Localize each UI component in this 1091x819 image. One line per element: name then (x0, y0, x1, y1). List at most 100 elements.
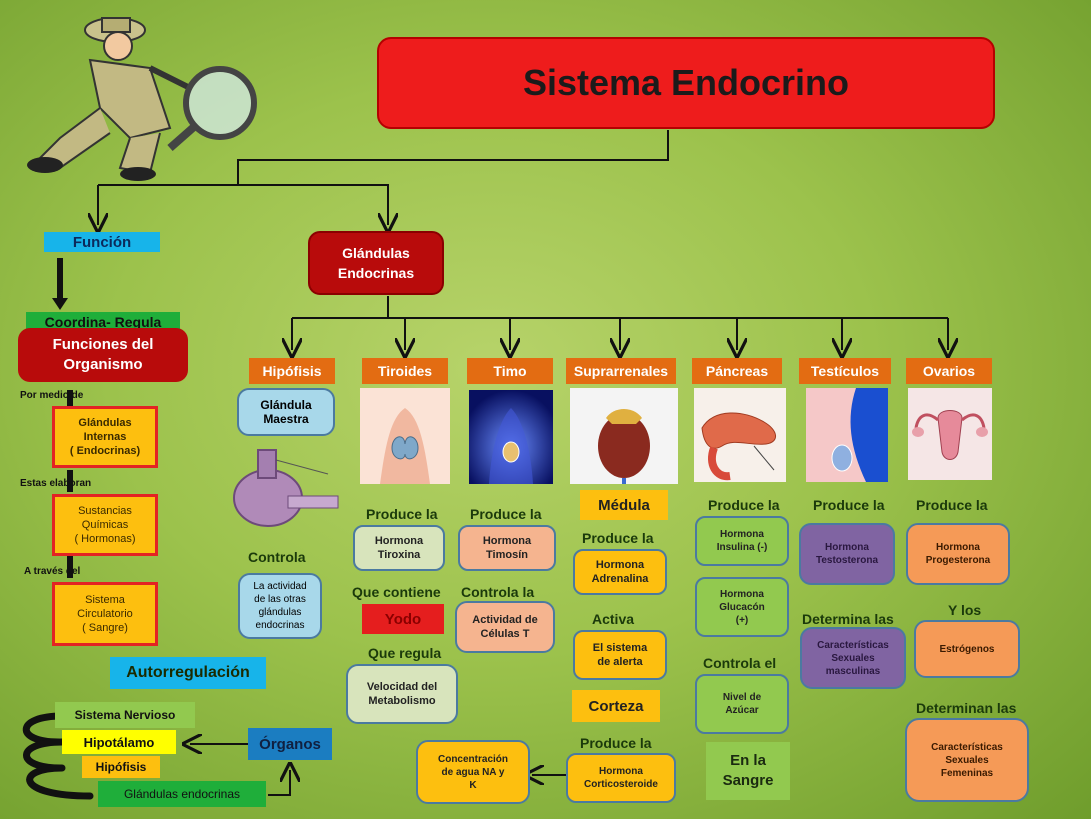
fem-line2: Sexuales (945, 754, 989, 766)
por-medio-label: Por medio de (20, 390, 84, 401)
actividad-line1: La actividad (253, 581, 307, 592)
velocidad-line2: Metabolismo (368, 695, 436, 707)
pancreas-header: Páncreas (692, 358, 782, 384)
maestra-line2: Maestra (263, 412, 309, 426)
alerta-line2: de alerta (597, 656, 643, 668)
cortico-line1: Hormona (599, 766, 643, 777)
testiculos-produce-label: Produce la (813, 497, 885, 513)
funcion-label: Función (44, 232, 160, 252)
funciones-box: Funciones del Organismo (18, 328, 188, 382)
fem-line3: Femeninas (940, 767, 994, 779)
sistema-circulatorio-box: Sistema Circulatorio ( Sangre) (52, 582, 158, 646)
glandulas-internas-line3: ( Endocrinas) (69, 445, 141, 457)
nivel-azucar-box: Nivel de Azúcar (695, 674, 789, 734)
concentracion-agua-box: Concentración de agua NA y K (416, 740, 530, 804)
hipofisis-header: Hipófisis (249, 358, 335, 384)
ovarios-produce-label: Produce la (916, 497, 988, 513)
glandulas-internas-line1: Glándulas (78, 417, 132, 429)
timosin-line1: Hormona (482, 535, 532, 547)
glucagon-box: Hormona Glucacón (+) (695, 577, 789, 637)
funciones-line2: Organismo (63, 356, 143, 373)
detective-icon (27, 17, 257, 181)
glucagon-line3: (+) (735, 614, 749, 626)
coordina-label: Coordina- Regula (26, 312, 180, 332)
concentracion-line3: K (469, 779, 477, 791)
adrenalina-box: Hormona Adrenalina (573, 549, 667, 595)
corticosteroide-box: Hormona Corticosteroide (566, 753, 676, 803)
ovarios-determinan-label: Determinan las (916, 700, 1017, 716)
tiroides-image (360, 388, 450, 484)
insulina-box: Hormona Insulina (-) (695, 516, 789, 566)
medula-box: Médula (580, 490, 668, 520)
que-regula-label: Que regula (368, 645, 442, 661)
timo-controla-label: Controla la (461, 584, 535, 600)
sistema-line2: Circulatorio (77, 608, 133, 620)
hipofisis-image (233, 449, 339, 527)
progesterona-line2: Progesterona (925, 555, 991, 566)
supra-produce-label: Produce la (582, 530, 654, 546)
adrenalina-line2: Adrenalina (591, 573, 649, 585)
glandula-maestra-box: Glándula Maestra (237, 388, 335, 436)
hipotalamo-box: Hipotálamo (62, 730, 176, 754)
en-la-sangre-box: En la Sangre (706, 742, 790, 800)
timosin-box: Hormona Timosín (458, 525, 556, 571)
suprarrenales-header: Suprarrenales (566, 358, 676, 384)
testiculos-header: Testículos (799, 358, 891, 384)
suprarrenales-image (570, 388, 678, 484)
sangre-line1: En la (730, 752, 766, 769)
actividad-line3: glándulas (258, 607, 302, 618)
pancreas-controla-label: Controla el (703, 655, 777, 671)
glucagon-line1: Hormona (720, 588, 764, 600)
sangre-line2: Sangre (722, 772, 774, 789)
tiroxina-line1: Hormona (374, 535, 424, 547)
timosin-line2: Timosín (486, 549, 528, 561)
insulina-line1: Hormona (720, 529, 764, 540)
timo-header: Timo (467, 358, 553, 384)
masc-line3: masculinas (825, 665, 881, 677)
tiroides-produce-label: Produce la (366, 506, 438, 522)
tiroides-header: Tiroides (362, 358, 448, 384)
corteza-box: Corteza (572, 690, 660, 722)
organos-box: Órganos (248, 728, 332, 760)
celulas-line1: Actividad de (472, 614, 538, 626)
controla-label: Controla (248, 549, 306, 565)
adrenalina-line1: Hormona (595, 559, 645, 571)
pancreas-produce-label: Produce la (708, 497, 780, 513)
masc-line1: Características (817, 639, 889, 651)
actividad-otras-box: La actividad de las otras glándulas endo… (238, 573, 322, 639)
sistema-nervioso-box: Sistema Nervioso (55, 702, 195, 728)
glandulas-line2: Endocrinas (337, 265, 415, 281)
tiroxina-box: Hormona Tiroxina (353, 525, 445, 571)
alerta-line1: El sistema (592, 642, 648, 654)
nivel-line1: Nivel de (722, 692, 762, 703)
tiroxina-line2: Tiroxina (377, 549, 421, 561)
supra-produce2-label: Produce la (580, 735, 652, 751)
glandulas-internas-box: Glándulas Internas ( Endocrinas) (52, 406, 158, 468)
testosterona-box: Hormona Testosterona (799, 523, 895, 585)
actividad-line2: de las otras (254, 594, 306, 605)
glandulas-endocrinas-main: Glándulas Endocrinas (308, 231, 444, 295)
testosterona-line1: Hormona (825, 542, 869, 553)
sustancias-box: Sustancias Químicas ( Hormonas) (52, 494, 158, 556)
progesterona-box: Hormona Progesterona (906, 523, 1010, 585)
activa-label: Activa (592, 611, 635, 627)
sistema-line3: ( Sangre) (82, 622, 128, 634)
estrogenos-box: Estrógenos (914, 620, 1020, 678)
cortico-line2: Corticosteroide (584, 779, 658, 790)
glandulas-internas-line2: Internas (83, 431, 127, 443)
velocidad-metabolismo-box: Velocidad del Metabolismo (346, 664, 458, 724)
pancreas-image (694, 388, 786, 482)
actividad-line4: endocrinas (255, 620, 305, 631)
sustancias-line2: Químicas (81, 519, 129, 531)
fem-line1: Características (931, 741, 1003, 753)
page-title: Sistema Endocrino (377, 37, 995, 129)
insulina-line2: Insulina (-) (716, 542, 768, 553)
sustancias-line3: ( Hormonas) (74, 533, 136, 545)
velocidad-line1: Velocidad del (366, 681, 438, 693)
timo-image (469, 390, 553, 484)
progesterona-line1: Hormona (936, 542, 980, 553)
funciones-line1: Funciones del (52, 336, 154, 353)
estas-elaboran-label: Estas elaboran (20, 478, 92, 489)
